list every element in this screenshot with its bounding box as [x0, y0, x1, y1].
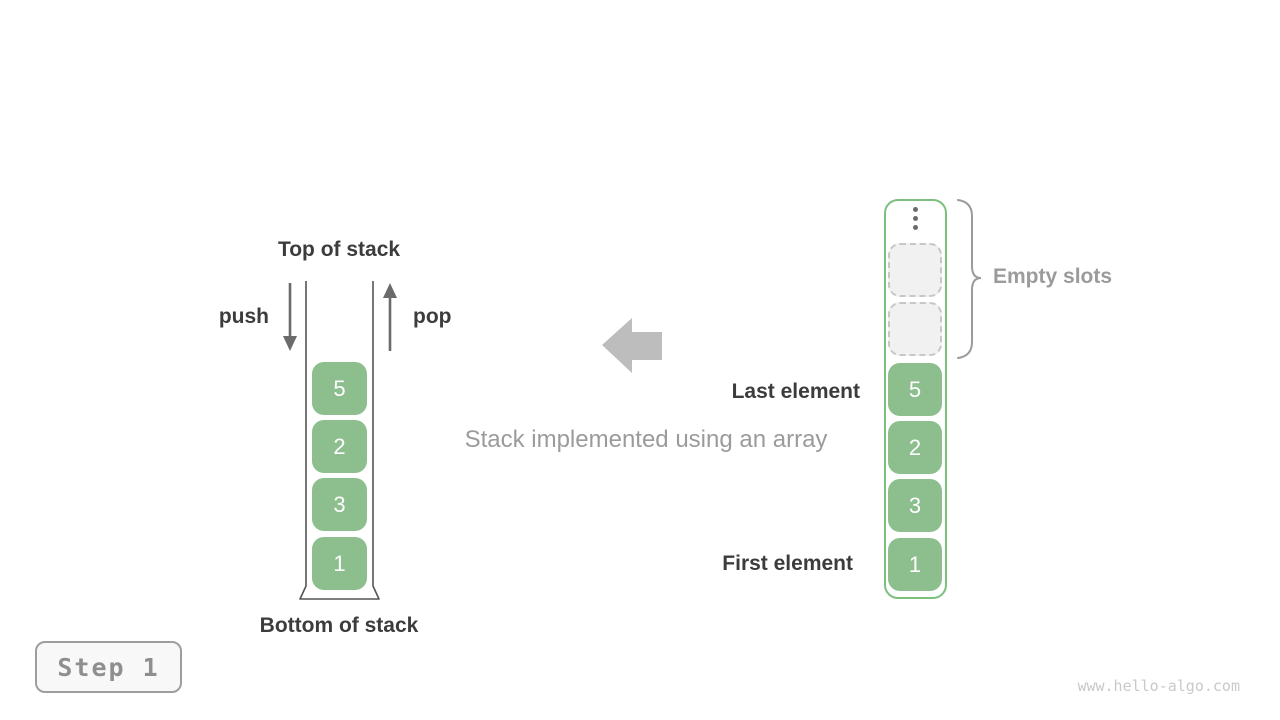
step-badge-label: Step 1	[57, 652, 160, 682]
watermark: www.hello-algo.com	[1077, 677, 1240, 695]
array-cell: 2	[888, 421, 942, 474]
push-down-arrow-icon	[283, 283, 297, 351]
array-cell: 3	[888, 479, 942, 532]
stack-cell: 3	[312, 478, 367, 531]
empty-slot	[888, 243, 942, 297]
step-badge: Step 1	[35, 641, 182, 693]
empty-slots-label: Empty slots	[993, 265, 1113, 288]
pop-label: pop	[413, 305, 452, 328]
first-element-label: First element	[722, 552, 853, 575]
array-cell: 1	[888, 538, 942, 591]
array-cell: 5	[888, 363, 942, 416]
vertical-ellipsis-icon	[884, 207, 947, 230]
last-element-label: Last element	[731, 380, 860, 403]
stack-cell: 2	[312, 420, 367, 473]
pop-up-arrow-icon	[383, 283, 397, 351]
push-label: push	[218, 305, 269, 328]
stack-cell: 5	[312, 362, 367, 415]
diagram-caption: Stack implemented using an array	[464, 426, 828, 453]
top-of-stack-label: Top of stack	[277, 238, 401, 261]
empty-slot	[888, 302, 942, 356]
stack-container-outline	[299, 281, 380, 600]
curly-brace-icon	[957, 199, 982, 359]
left-block-arrow-icon	[602, 318, 662, 373]
bottom-of-stack-label: Bottom of stack	[259, 614, 419, 637]
stack-cell: 1	[312, 537, 367, 590]
